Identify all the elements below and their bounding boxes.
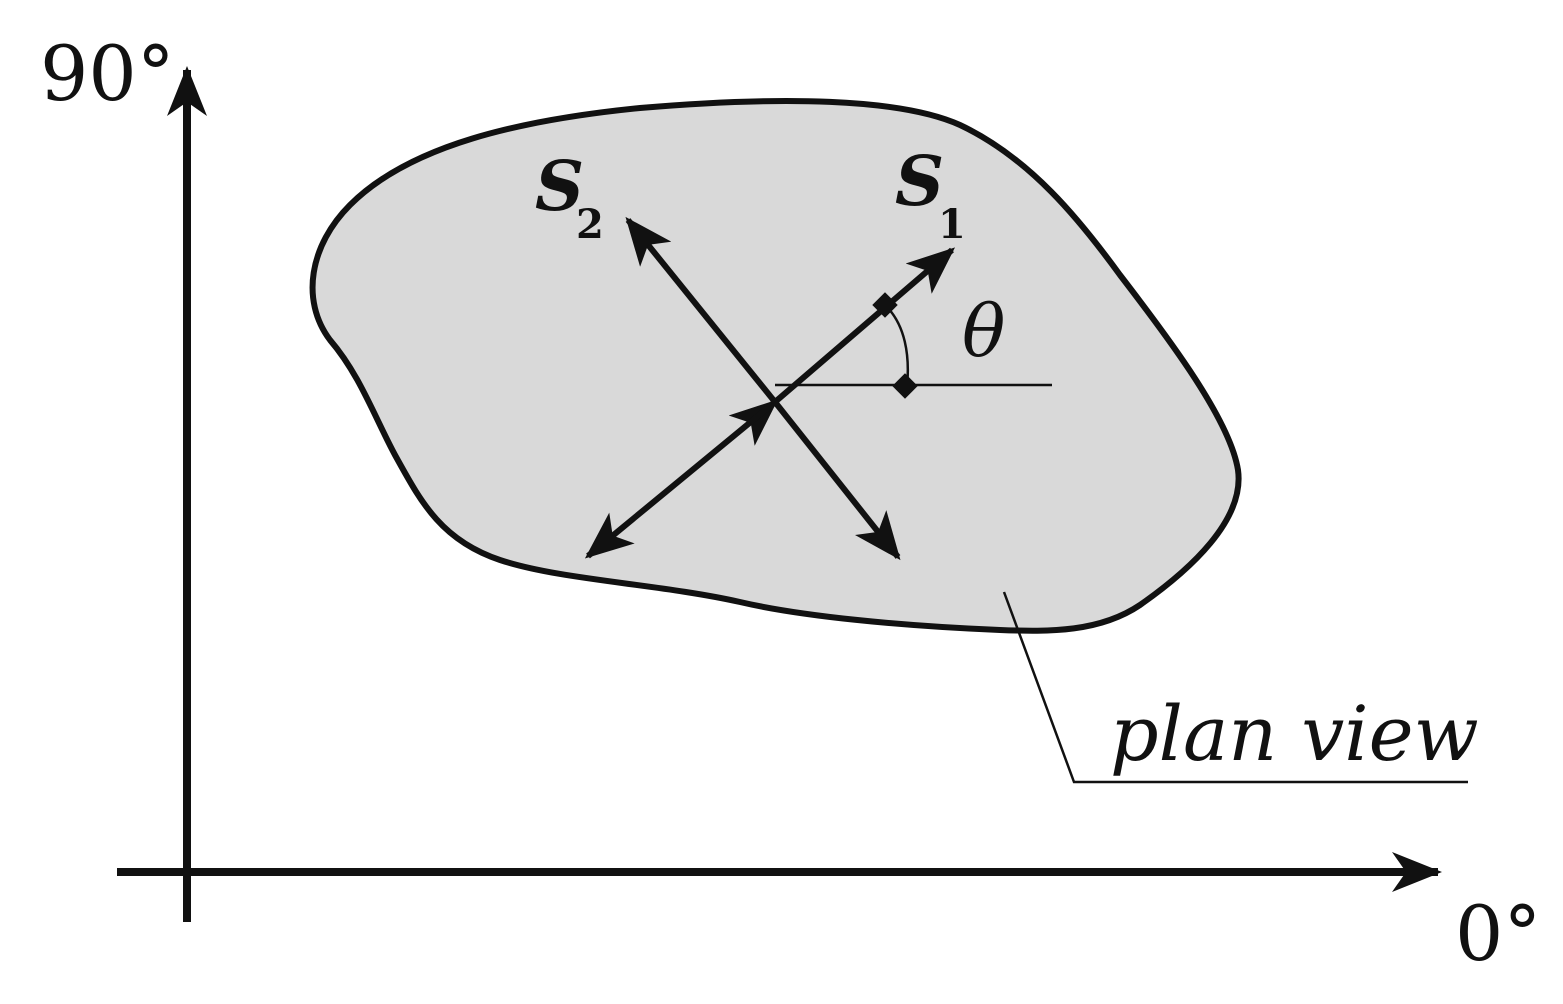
s2-label: S — [535, 147, 584, 227]
plan-view-region — [309, 97, 1242, 634]
s1-label: S — [895, 142, 944, 222]
x-axis-label: 0° — [1455, 889, 1541, 978]
theta-label: θ — [962, 289, 1005, 373]
plan-view-label: plan view — [1110, 689, 1479, 778]
s1-direction-arrow — [728, 247, 956, 446]
s1-direction-tail — [584, 399, 777, 559]
callout-leader — [1002, 591, 1468, 784]
s2-direction-tail — [772, 400, 901, 561]
theta-arc-start-marker — [872, 292, 898, 318]
s2-direction-arrow — [625, 216, 778, 404]
theta-arc-end-marker — [892, 373, 918, 399]
s1-subscript: 1 — [938, 201, 966, 248]
s2-subscript: 2 — [576, 201, 604, 248]
y-axis-label: 90° — [40, 29, 175, 118]
